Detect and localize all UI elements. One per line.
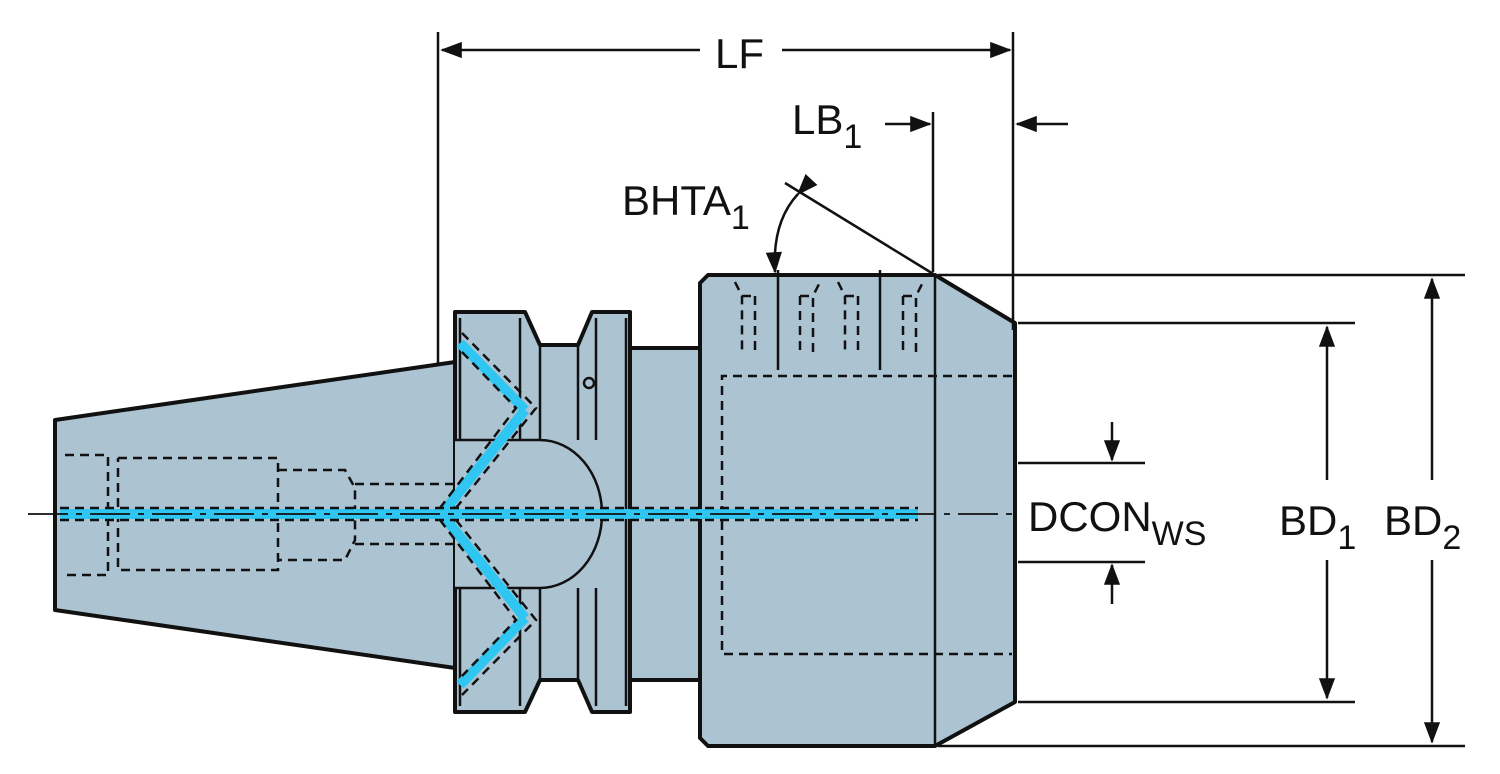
label-dcon-ws: DCONWS [1028,493,1206,553]
label-bd2: BD2 [1384,497,1461,557]
dimension-labels: LF LB1 BHTA1 DCONWS BD1 BD2 [622,30,1461,557]
label-bd1: BD1 [1279,497,1356,557]
label-lf: LF [715,30,764,77]
label-lb1: LB1 [792,96,862,156]
orientation-hole-icon [582,376,596,390]
dimension-lines [436,32,1465,748]
label-bhta1: BHTA1 [622,177,750,237]
